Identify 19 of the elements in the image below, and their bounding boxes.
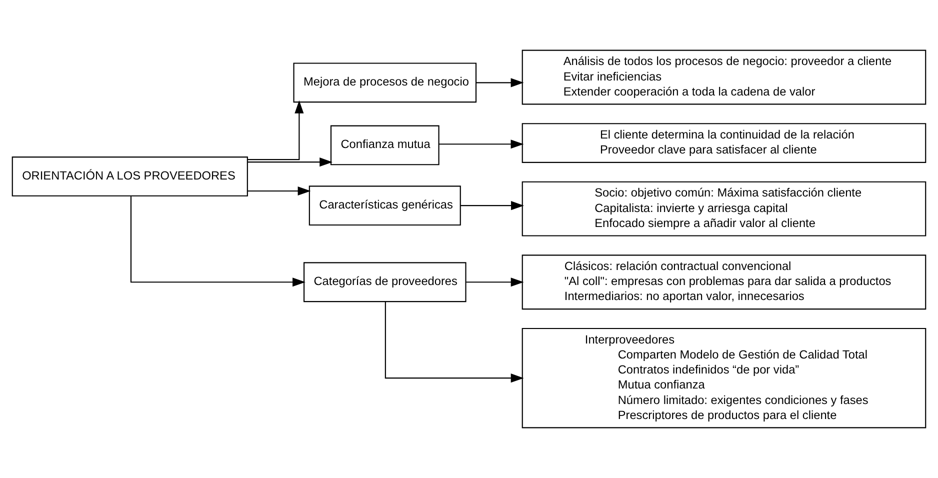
node-box: Interproveedores Comparten Modelo de Gestión de Calidad Total Contratos indefinidos “de por vida” Mutua confianza Número limitado: exigentes condiciones y fases Prescriptores de productos para el cliente — [522, 328, 926, 428]
node-box: Clásicos: relación contractual convencional "Al coll": empresas con problemas para dar salida a productos Intermediarios: no aportan valor, innecesarios — [522, 254, 926, 310]
node-box: El cliente determina la continuidad de la relación Proveedor clave para satisfacer al cliente — [522, 123, 926, 163]
arrow — [247, 100, 304, 160]
arrow — [476, 78, 524, 88]
node-box: Mejora de procesos de negocio — [293, 62, 477, 103]
node-box: Socio: objetivo común: Máxima satisfacción cliente Capitalista: invierte y arriesga capital Enfocado siempre a añadir valor al cliente — [522, 181, 926, 236]
arrow — [248, 186, 311, 196]
arrow — [460, 201, 524, 210]
arrow — [248, 158, 333, 167]
arrow — [466, 278, 524, 287]
node-box: Análisis de todos los procesos de negocio: proveedor a cliente Evitar ineficiencias Extender cooperación a toda la cadena de valor — [522, 50, 926, 105]
node-box: Características genéricas — [308, 186, 461, 226]
arrow — [130, 196, 306, 287]
arrow — [384, 302, 524, 383]
arrow — [439, 140, 524, 149]
node-box: Confianza mutua — [330, 125, 440, 166]
node-box: Categorías de proveedores — [304, 262, 466, 302]
node-box: ORIENTACIÓN A LOS PROVEEDORES — [12, 156, 248, 196]
